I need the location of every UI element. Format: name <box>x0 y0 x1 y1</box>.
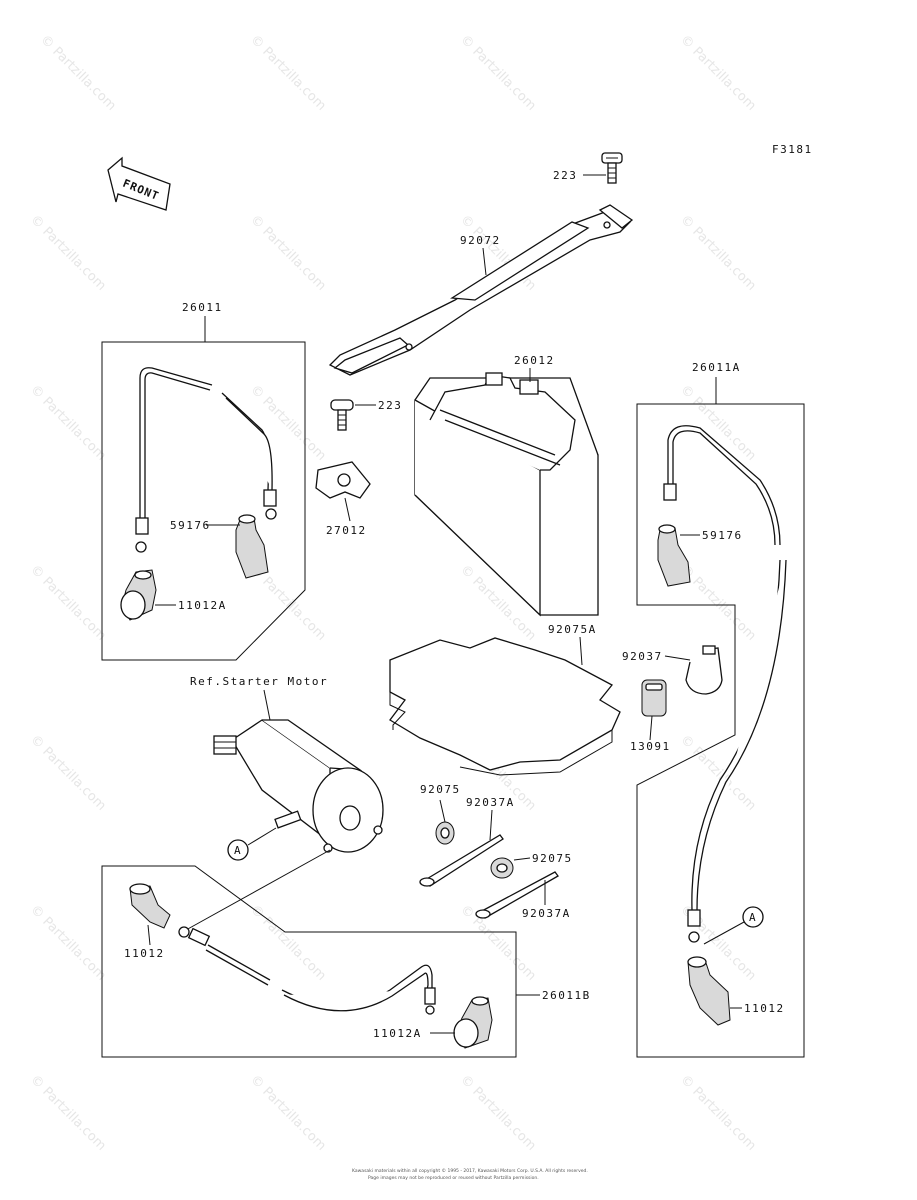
watermark: © Partzilla.com <box>677 32 759 114</box>
battery-cable-26011 <box>135 367 277 553</box>
watermark: © Partzilla.com <box>27 212 109 294</box>
label-59176-left: 59176 <box>170 519 211 532</box>
callout-a-left <box>227 839 249 861</box>
label-223-mid: 223 <box>378 399 402 412</box>
watermark: © Partzilla.com <box>27 1072 109 1154</box>
label-26011A: 26011A <box>692 361 741 374</box>
cap-13091 <box>641 679 667 717</box>
label-59176-right: 59176 <box>702 529 743 542</box>
group-box-26011A <box>636 403 805 1058</box>
battery-strap-92072 <box>328 204 634 376</box>
terminal-cover-11012A-bottom <box>453 996 493 1049</box>
bracket-27012 <box>315 461 371 499</box>
label-11012A-left: 11012A <box>178 599 227 612</box>
callout-a-left-label: A <box>234 844 241 857</box>
watermark: © Partzilla.com <box>37 32 119 114</box>
watermark: © Partzilla.com <box>27 902 109 984</box>
watermark: © Partzilla.com <box>27 732 109 814</box>
label-92072: 92072 <box>460 234 501 247</box>
terminal-cover-11012-left <box>129 883 171 929</box>
terminal-boot-59176-right <box>657 524 691 587</box>
stud-bolt <box>274 810 302 829</box>
callout-a-right <box>742 906 764 928</box>
terminal-cover-11012-right <box>687 956 731 1026</box>
label-26011: 26011 <box>182 301 223 314</box>
label-92075-bottom: 92075 <box>532 852 573 865</box>
starter-motor <box>213 719 384 853</box>
footer-line1: Kawasaki materials within all copyright … <box>352 1167 588 1174</box>
battery-pad-92075A <box>389 637 621 776</box>
battery-cable-26011A <box>663 425 787 943</box>
label-11012A-bottom: 11012A <box>373 1027 422 1040</box>
watermark: © Partzilla.com <box>457 1072 539 1154</box>
watermark: © Partzilla.com <box>247 32 329 114</box>
watermark: © Partzilla.com <box>27 382 109 464</box>
terminal-boot-59176-left <box>235 514 269 579</box>
label-92075A: 92075A <box>548 623 597 636</box>
label-92075-top: 92075 <box>420 783 461 796</box>
label-92037A-top: 92037A <box>466 796 515 809</box>
bolt-223-top <box>601 152 623 184</box>
group-box-26011B <box>101 865 517 1058</box>
watermark: © Partzilla.com <box>457 32 539 114</box>
label-ref-starter-motor: Ref.Starter Motor <box>190 675 328 688</box>
front-arrow-icon: FRONT <box>107 156 171 211</box>
grommet-92075-top <box>435 821 455 845</box>
label-92037A-bottom: 92037A <box>522 907 571 920</box>
bolt-223-mid <box>330 399 354 431</box>
label-13091: 13091 <box>630 740 671 753</box>
watermark: © Partzilla.com <box>247 1072 329 1154</box>
tie-92037A-top <box>419 834 504 887</box>
watermark: © Partzilla.com <box>247 902 329 984</box>
battery-cable-26011B <box>178 926 436 1015</box>
watermark: © Partzilla.com <box>27 562 109 644</box>
label-26011B: 26011B <box>542 989 591 1002</box>
group-box-26011 <box>101 341 306 661</box>
label-26012: 26012 <box>514 354 555 367</box>
label-11012-right: 11012 <box>744 1002 785 1015</box>
watermark: © Partzilla.com <box>247 212 329 294</box>
watermark: © Partzilla.com <box>677 1072 759 1154</box>
grommet-92075-bottom <box>490 857 514 879</box>
label-11012-left: 11012 <box>124 947 165 960</box>
band-92037 <box>685 645 723 695</box>
label-92037: 92037 <box>622 650 663 663</box>
callout-a-right-label: A <box>749 911 756 924</box>
figure-code: F3181 <box>772 143 813 156</box>
terminal-cover-11012A-left <box>120 569 157 621</box>
tie-92037A-bottom <box>475 871 559 919</box>
footer-line2: Page images may not be reproduced or reu… <box>368 1175 539 1181</box>
watermark: © Partzilla.com <box>677 212 759 294</box>
label-27012: 27012 <box>326 524 367 537</box>
battery-26012 <box>414 372 599 617</box>
label-223-top: 223 <box>553 169 577 182</box>
